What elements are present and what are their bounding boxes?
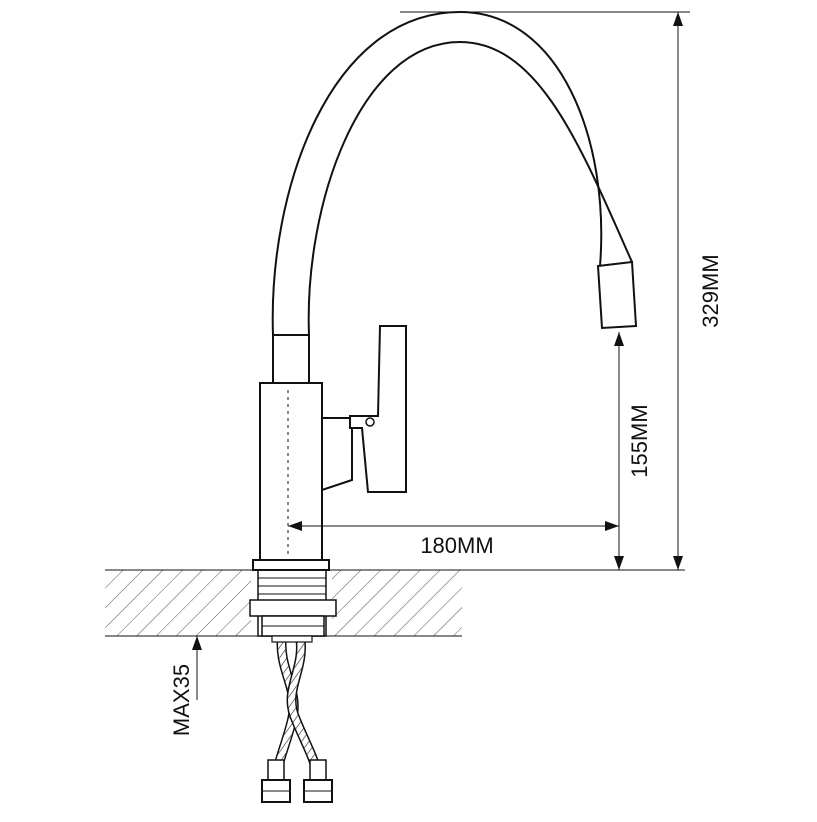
- supply-hoses: [261, 635, 333, 803]
- dimension-deck-thickness: MAX35: [169, 636, 202, 736]
- total-height-arrow-bottom: [673, 556, 683, 570]
- spout-nozzle: [596, 260, 638, 330]
- countertop-hatch-left: [105, 570, 251, 636]
- dimension-spout-height: 155MM: [614, 332, 652, 570]
- handle-screw: [365, 417, 375, 427]
- lever-handle: [349, 325, 407, 493]
- deck-thickness-label: MAX35: [169, 664, 194, 736]
- spout-height-arrow-bottom: [614, 556, 624, 570]
- countertop-hatch-right: [332, 570, 462, 636]
- faucet: [252, 10, 638, 571]
- deck-thickness-arrow: [192, 636, 202, 650]
- mounting-assembly: [249, 569, 337, 643]
- reach-arrow-left: [288, 521, 302, 531]
- shank-bottom: [271, 635, 313, 643]
- valve-housing: [321, 417, 353, 492]
- spout-outer-edge: [271, 10, 603, 336]
- mounting-washer: [249, 599, 337, 617]
- spout-height-label: 155MM: [627, 404, 652, 477]
- dimension-total-height: 329MM: [400, 11, 723, 570]
- total-height-arrow-top: [673, 12, 683, 26]
- spout-collar: [272, 334, 310, 384]
- spout-height-arrow-top: [614, 332, 624, 346]
- hose-left-ferrule: [267, 759, 285, 781]
- faucet-base-flange: [252, 559, 330, 571]
- hose-right-ferrule: [309, 759, 327, 781]
- total-height-label: 329MM: [698, 254, 723, 327]
- spout-inner-edge: [307, 40, 633, 336]
- countertop: [105, 569, 685, 637]
- reach-arrow-right: [605, 521, 619, 531]
- dimension-spout-reach: 180MM: [288, 521, 619, 558]
- faucet-body: [259, 382, 323, 561]
- reach-label: 180MM: [420, 533, 493, 558]
